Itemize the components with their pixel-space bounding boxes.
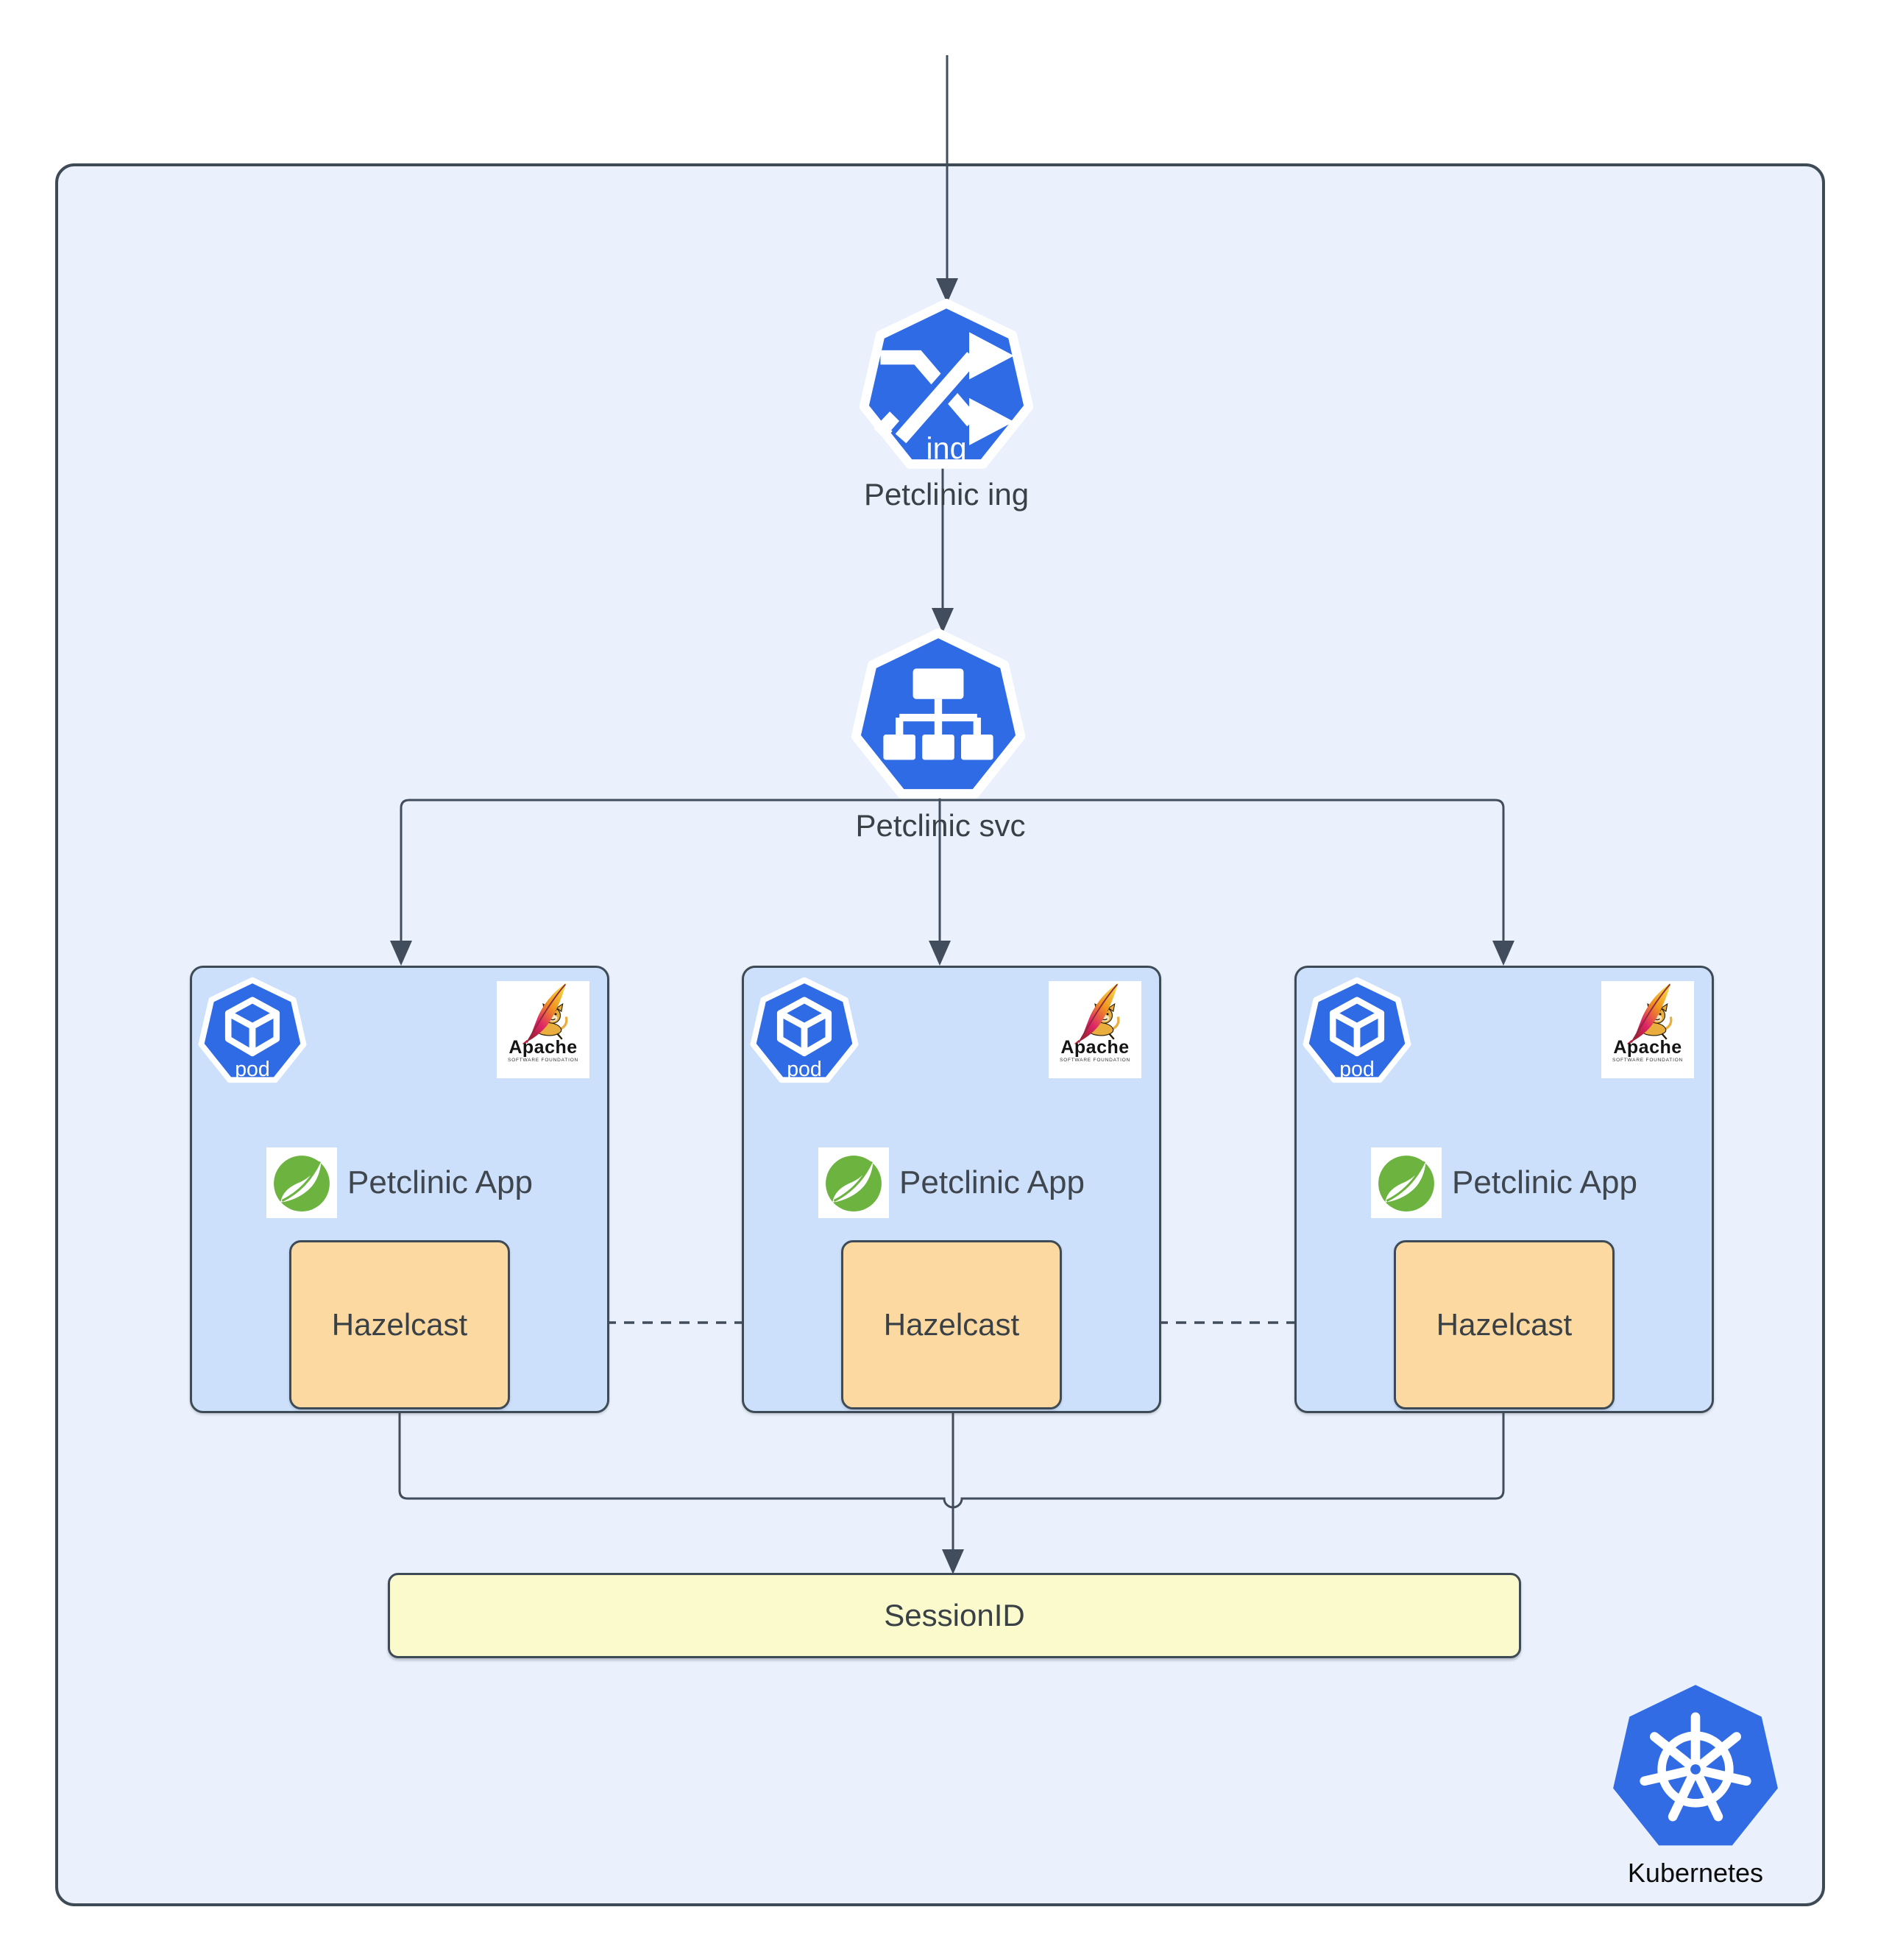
pod-icon: pod (750, 977, 859, 1083)
arrowhead (932, 608, 954, 633)
ingress-node: ing (849, 291, 1043, 489)
session-id-label: SessionID (884, 1598, 1025, 1632)
hazelcast-label: Hazelcast (883, 1307, 1020, 1342)
hazelcast-merge-line (398, 1412, 1505, 1509)
app-row: Petclinic App (1297, 1142, 1712, 1223)
app-label: Petclinic App (347, 1164, 533, 1200)
service-branch-line (400, 799, 1505, 958)
tomcat-logo: Apache SOFTWARE FOUNDATION (1049, 981, 1141, 1078)
service-icon (851, 628, 1026, 799)
pod-3: pod Apache SOFTWARE FOUNDATION Petclinic… (1294, 966, 1714, 1413)
spring-leaf-icon (272, 1153, 332, 1213)
service-label: Petclinic svc (855, 808, 1026, 843)
ingress-label: Petclinic ing (863, 477, 1030, 512)
hazelcast-box: Hazelcast (841, 1240, 1062, 1409)
spring-leaf-icon (1376, 1153, 1436, 1213)
app-row: Petclinic App (744, 1142, 1159, 1223)
session-id-box: SessionID (388, 1573, 1521, 1658)
arrowhead (936, 278, 958, 303)
tomcat-icon (1614, 981, 1682, 1044)
tomcat-subtitle: SOFTWARE FOUNDATION (1059, 1058, 1131, 1063)
app-label: Petclinic App (1452, 1164, 1637, 1200)
hazelcast-label: Hazelcast (331, 1307, 468, 1342)
hazelcast-box: Hazelcast (1394, 1240, 1615, 1409)
pod-icon: pod (198, 977, 307, 1083)
arrowhead (1492, 941, 1514, 966)
arrowhead (929, 941, 951, 966)
tomcat-subtitle: SOFTWARE FOUNDATION (507, 1058, 579, 1063)
ingress-icon: ing (859, 298, 1034, 469)
pod-badge-text: pod (235, 1058, 270, 1081)
spring-logo (818, 1147, 890, 1218)
arrowhead (942, 1549, 964, 1574)
pod-badge-text: pod (1339, 1058, 1375, 1081)
tomcat-subtitle: SOFTWARE FOUNDATION (1612, 1058, 1684, 1063)
tomcat-icon (1061, 981, 1129, 1044)
app-row: Petclinic App (192, 1142, 607, 1223)
tomcat-title: Apache (1060, 1037, 1130, 1058)
spring-logo (1371, 1147, 1442, 1218)
tomcat-logo: Apache SOFTWARE FOUNDATION (497, 981, 589, 1078)
service-node (841, 620, 1035, 818)
hazelcast-box: Hazelcast (289, 1240, 510, 1409)
spring-leaf-icon (823, 1153, 884, 1213)
tomcat-title: Apache (509, 1037, 578, 1058)
spring-logo (266, 1147, 338, 1218)
kubernetes-icon (1613, 1685, 1778, 1846)
ingress-badge: ing (926, 431, 966, 465)
tomcat-title: Apache (1613, 1037, 1682, 1058)
app-label: Petclinic App (899, 1164, 1085, 1200)
pod-1: pod Apache SOFTWARE FOUNDATION Petclinic… (190, 966, 609, 1413)
kubernetes-label: Kubernetes (1627, 1858, 1764, 1888)
tomcat-logo: Apache SOFTWARE FOUNDATION (1601, 981, 1694, 1078)
pod-2: pod Apache SOFTWARE FOUNDATION Petclinic… (742, 966, 1161, 1413)
hazelcast-label: Hazelcast (1436, 1307, 1573, 1342)
pod-badge-text: pod (787, 1058, 822, 1081)
kubernetes-node (1598, 1672, 1793, 1870)
pod-icon: pod (1303, 977, 1411, 1083)
arrowhead (390, 941, 412, 966)
tomcat-icon (509, 981, 577, 1044)
